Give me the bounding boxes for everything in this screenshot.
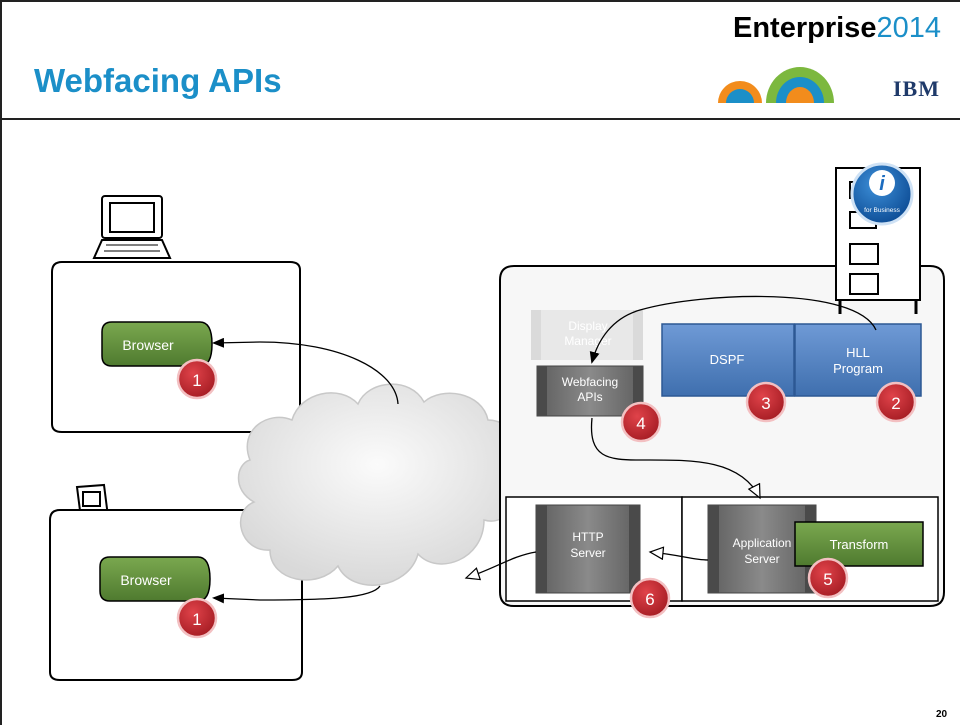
step-number: 5 bbox=[823, 570, 832, 589]
hll-line2: Program bbox=[833, 361, 883, 376]
step-marker-http: 6 bbox=[629, 577, 671, 619]
transform-block: Transform bbox=[794, 521, 924, 567]
step-number: 1 bbox=[192, 371, 201, 390]
laptop-icon bbox=[92, 195, 172, 259]
step-marker-webfacing: 4 bbox=[620, 401, 662, 443]
browser-bottom-label: Browser bbox=[120, 572, 172, 588]
browser-top-block: Browser bbox=[101, 321, 213, 367]
browser-bottom-block: Browser bbox=[99, 556, 211, 602]
flow-connectors bbox=[212, 295, 877, 604]
step-number: 1 bbox=[192, 610, 201, 629]
enterprise-logo-arcs bbox=[718, 67, 834, 103]
badge-label: for Business bbox=[864, 207, 901, 214]
webfacing-line2: APIs bbox=[577, 390, 602, 404]
brand-word: Enterprise bbox=[733, 12, 877, 44]
browser-top-label: Browser bbox=[122, 337, 174, 353]
step-number: 2 bbox=[891, 394, 900, 413]
enterprise-logo-text: Enterprise2014 bbox=[733, 12, 941, 45]
http-line2: Server bbox=[570, 546, 605, 560]
step-marker-browser-top: 1 bbox=[176, 358, 218, 400]
brand-year: 2014 bbox=[876, 12, 941, 44]
connector-webfacing-to-app-server bbox=[590, 417, 761, 500]
page-number: 20 bbox=[936, 709, 948, 720]
step-number: 3 bbox=[761, 394, 770, 413]
connector-cloud-to-browser-top bbox=[212, 337, 399, 405]
connector-cloud-to-browser-bottom bbox=[212, 585, 381, 604]
connector-http-to-cloud bbox=[464, 551, 537, 581]
app-server-line1: Application bbox=[733, 536, 792, 550]
http-line1: HTTP bbox=[572, 530, 603, 544]
title-divider bbox=[0, 118, 960, 120]
dspf-label: DSPF bbox=[710, 352, 745, 367]
step-number: 6 bbox=[645, 590, 654, 609]
connector-app-to-http bbox=[648, 546, 709, 561]
display-manager-line1: Display bbox=[568, 319, 607, 333]
display-manager-line2: Manager bbox=[564, 334, 611, 348]
step-marker-browser-bottom: 1 bbox=[176, 597, 218, 639]
ibm-i-badge: i for Business bbox=[850, 162, 914, 226]
step-marker-transform: 5 bbox=[807, 557, 849, 599]
transform-label: Transform bbox=[830, 537, 889, 552]
app-server-line2: Server bbox=[744, 552, 779, 566]
hll-line1: HLL bbox=[846, 345, 870, 360]
step-number: 4 bbox=[636, 414, 645, 433]
step-marker-dspf: 3 bbox=[745, 381, 787, 423]
step-marker-hll: 2 bbox=[875, 381, 917, 423]
webfacing-line1: Webfacing bbox=[562, 375, 618, 389]
display-manager-block: Display Manager bbox=[531, 310, 643, 360]
webfacing-apis-block: Webfacing APIs bbox=[536, 365, 644, 417]
http-server-block: HTTP Server bbox=[535, 504, 641, 594]
svg-text:i: i bbox=[879, 173, 885, 195]
ibm-logo: IBM bbox=[893, 76, 940, 101]
hll-program-block: HLL Program bbox=[794, 323, 922, 397]
connector-hll-to-webfacing bbox=[589, 295, 877, 364]
slide-title: Webfacing APIs bbox=[34, 62, 282, 99]
